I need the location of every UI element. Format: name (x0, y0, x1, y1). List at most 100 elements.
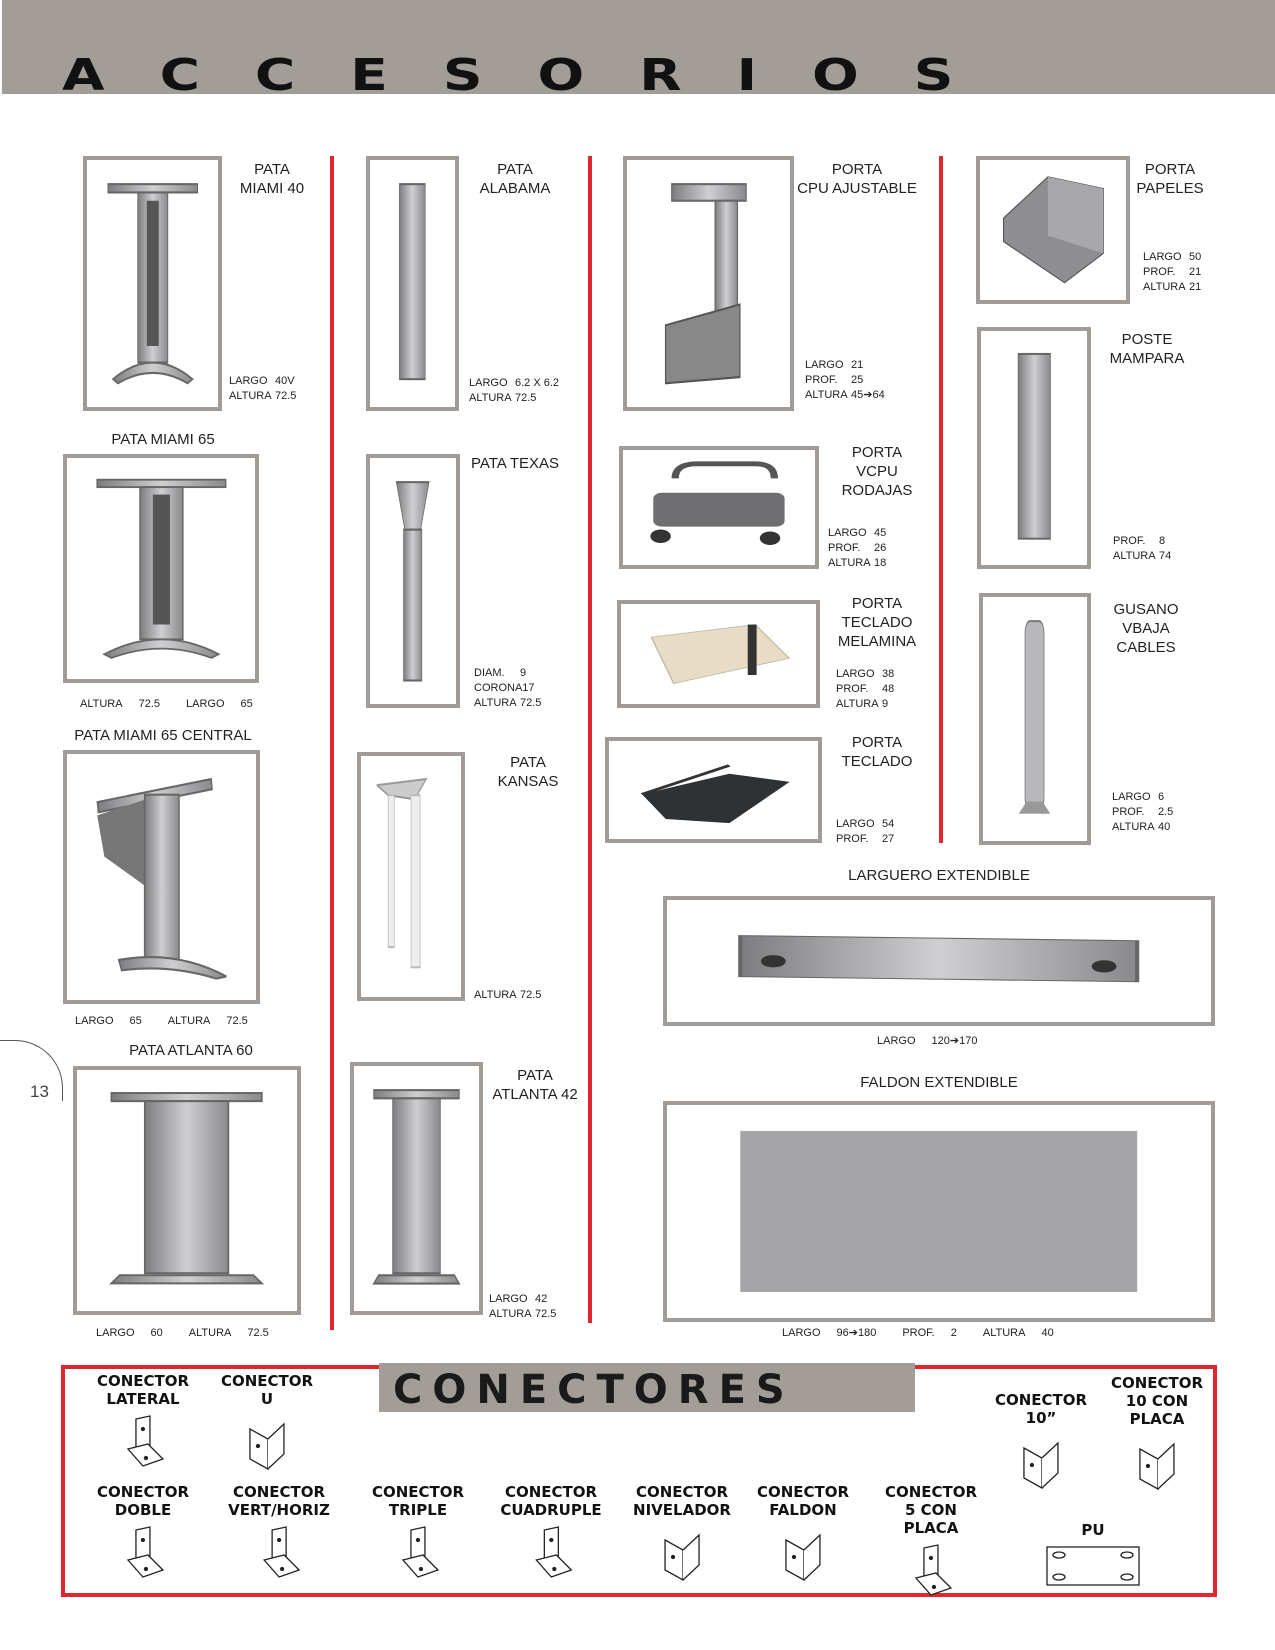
product-image-pata-miami-65-central (63, 750, 260, 1004)
spec-row: PROF.2 (902, 1326, 957, 1341)
spec-label: ALTURA (167, 1015, 211, 1027)
product-image-pata-kansas (357, 752, 465, 1001)
product-title: GUSANO VBAJA CABLES (1113, 601, 1179, 656)
spec-label: CORONA (474, 682, 523, 694)
column-divider (330, 156, 334, 1330)
spec-value: 2.5 (1158, 806, 1174, 818)
spec-label: PROF. (1112, 806, 1145, 818)
bracket-icon (228, 1525, 330, 1585)
spec-value: 25 (851, 374, 864, 386)
connector-label: CONECTOR NIVELADOR (633, 1483, 731, 1519)
spec-label: LARGO (229, 375, 268, 387)
bracket-icon (372, 1525, 464, 1585)
spec-value: 48 (882, 683, 895, 695)
spec-label: LARGO (75, 1015, 114, 1027)
product-title: PORTA PAPELES (1136, 161, 1204, 197)
spec-label: LARGO (877, 1035, 916, 1047)
page-number: 13 (30, 1082, 49, 1101)
page-title: ACCESORIOS (62, 50, 1009, 101)
page-header: ACCESORIOS (2, 0, 1275, 101)
bracket-icon (500, 1525, 601, 1585)
spec-label: PROF. (836, 683, 869, 695)
spec-label: ALTURA (80, 698, 123, 710)
spec-value: 6 (1158, 791, 1165, 803)
connector-label: CONECTOR U (220, 1372, 314, 1408)
product-title: PORTA TECLADO (841, 734, 913, 770)
connector-label: CONECTOR VERT/HORIZ (228, 1483, 330, 1519)
product-title: FALDON EXTENDIBLE (860, 1074, 1018, 1091)
bracket-icon (885, 1543, 977, 1603)
connector-faldon: CONECTOR FALDON (757, 1483, 849, 1585)
spec-label: LARGO (96, 1327, 135, 1339)
spec-value: 40 (1041, 1327, 1054, 1339)
spec-value: 42 (535, 1293, 548, 1305)
spec-value: 65 (240, 698, 253, 710)
spec-value: 2 (950, 1327, 957, 1339)
conectores-title-bar: CONECTORES (379, 1363, 915, 1413)
product-title: PORTA VCPU RODAJAS (841, 444, 913, 499)
spec-value: 72.5 (226, 1015, 248, 1027)
spec-label: ALTURA (474, 697, 517, 709)
spec-value: 21 (851, 359, 864, 371)
spec-label: ALTURA (229, 390, 272, 402)
connector-triple: CONECTOR TRIPLE (372, 1483, 464, 1585)
spec-value: 72.5 (275, 390, 297, 402)
spec-value: 72.5 (138, 698, 161, 710)
connector-nivelador: CONECTOR NIVELADOR (633, 1483, 731, 1585)
spec-value: 27 (882, 833, 895, 845)
spec-value: 6.2 X 6.2 (515, 377, 560, 389)
bracket-icon (1111, 1434, 1203, 1494)
product-title: PORTA CPU AJUSTABLE (797, 161, 917, 197)
spec-value: 72.5 (520, 697, 542, 709)
bracket-icon (221, 1414, 313, 1474)
spec-value: 120➔170 (931, 1035, 978, 1047)
connector-label: CONECTOR FALDON (756, 1483, 850, 1519)
product-title: PATA ALABAMA (479, 161, 551, 197)
spec-label: ALTURA (469, 392, 512, 404)
spec-row: PROF.21 (1143, 265, 1201, 280)
spec-value: 9 (882, 698, 889, 710)
spec-row: LARGO 6 (1112, 790, 1173, 805)
connector-cuadruple: CONECTOR CUADRUPLE (500, 1483, 602, 1585)
spec-value: 72.5 (520, 989, 542, 1001)
connector-5-con-placa: CONECTOR 5 CON PLACA (885, 1483, 977, 1603)
column-divider (588, 156, 592, 1323)
spec-row: PROF. 48 (836, 682, 894, 697)
spec-value: 50 (1189, 251, 1202, 263)
product-title: PATA ATLANTA 60 (129, 1042, 253, 1059)
product-image-porta-vcpu-rodajas (619, 446, 819, 569)
spec-label: DIAM. (474, 667, 505, 679)
spec-value: 18 (874, 557, 887, 569)
connector-label: CONECTOR 5 CON PLACA (884, 1483, 978, 1537)
spec-label: PROF. (828, 542, 861, 554)
bracket-icon (97, 1525, 189, 1585)
spec-label: ALTURA (1113, 550, 1156, 562)
spec-value: 9 (520, 667, 527, 679)
conectores-title: CONECTORES (393, 1367, 795, 1413)
spec-label: LARGO (1112, 791, 1151, 803)
product-image-poste-mampara (977, 327, 1091, 569)
